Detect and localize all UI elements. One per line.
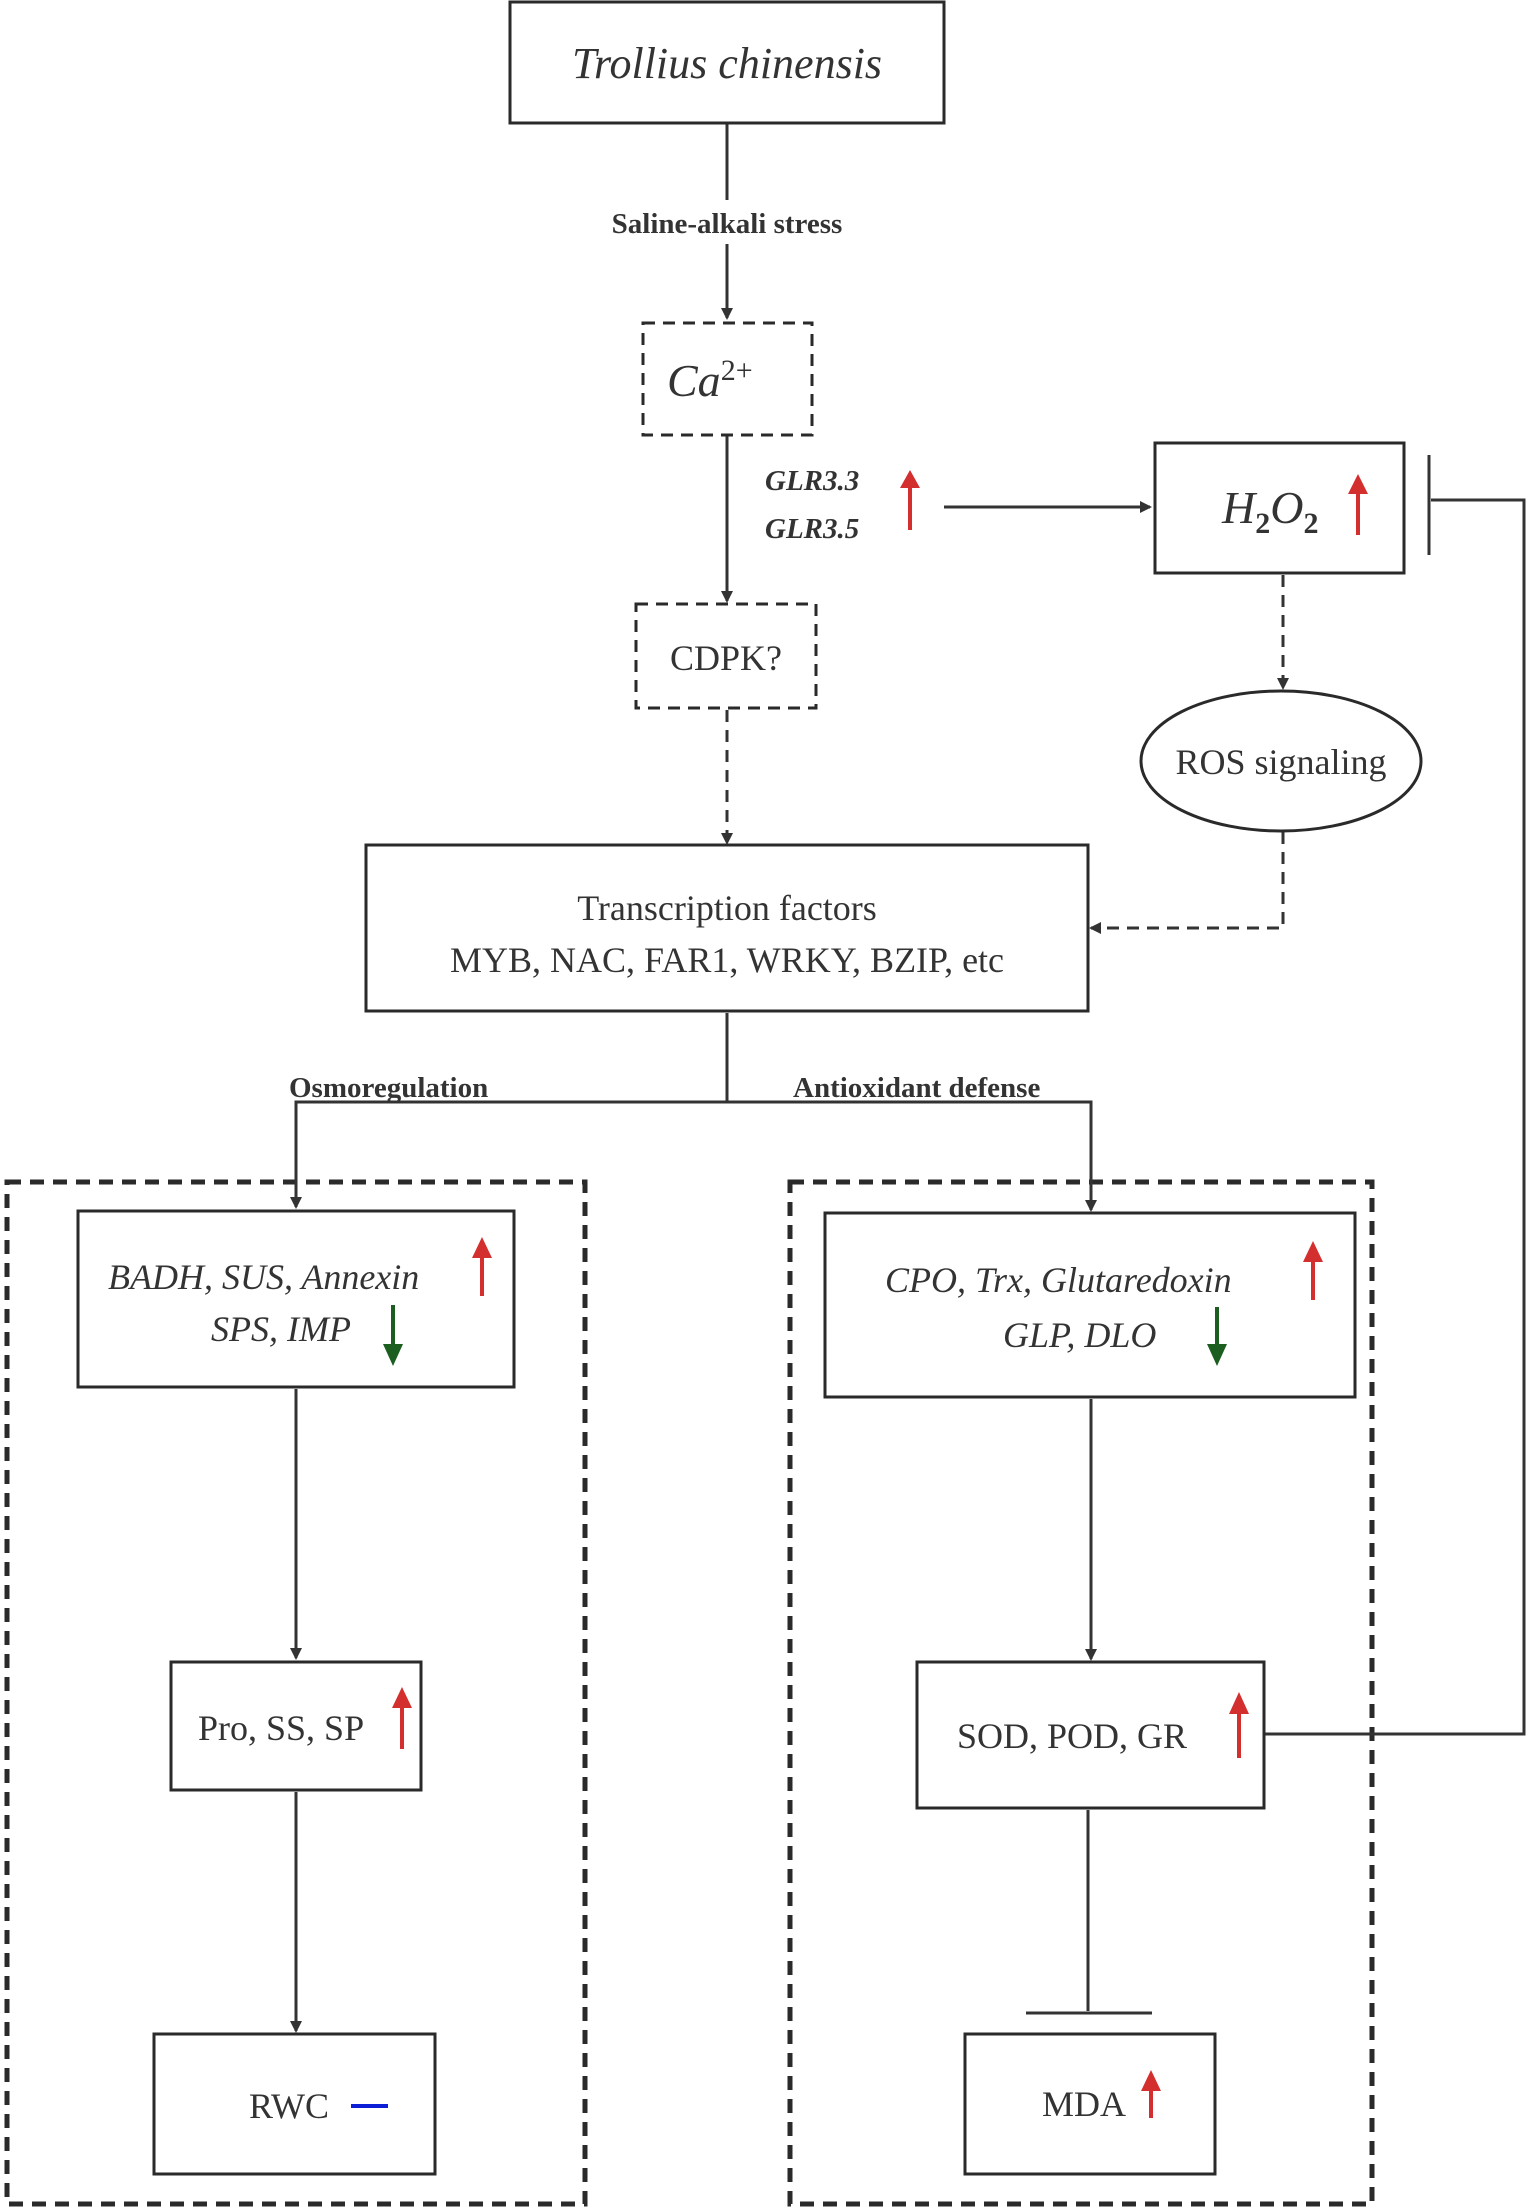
h2o2-label: H2O2 bbox=[1221, 482, 1318, 540]
rwc-label: RWC bbox=[249, 2086, 329, 2126]
osmo-metabolites-label: Pro, SS, SP bbox=[198, 1708, 364, 1748]
tf-list: MYB, NAC, FAR1, WRKY, BZIP, etc bbox=[450, 940, 1004, 980]
species-node: Trollius chinensis bbox=[508, 0, 946, 125]
branch-antioxidant: Antioxidant defense bbox=[793, 1072, 1040, 1104]
rwc-node: RWC bbox=[152, 2032, 437, 2176]
red-up-arrow-icon bbox=[1348, 474, 1368, 535]
antiox-genes-up: CPO, Trx, Glutaredoxin bbox=[885, 1260, 1232, 1300]
ros-node: ROS signaling bbox=[1139, 689, 1423, 833]
species-label: Trollius chinensis bbox=[572, 39, 882, 88]
cdpk-node: CDPK? bbox=[634, 602, 818, 710]
arrow-ros-to-tf bbox=[1089, 832, 1285, 934]
green-down-arrow-icon bbox=[383, 1305, 403, 1366]
calcium-node: Ca2+ bbox=[641, 321, 814, 437]
osmo-genes-down: SPS, IMP bbox=[211, 1309, 351, 1349]
feedback-line-enzymes-h2o2 bbox=[1265, 498, 1526, 1736]
antioxidant-group-frame bbox=[787, 1179, 1375, 2207]
red-up-arrow-icon bbox=[472, 1237, 492, 1296]
mda-label: MDA bbox=[1042, 2084, 1126, 2124]
antiox-enzymes-node: SOD, POD, GR bbox=[915, 1660, 1266, 1810]
osmo-genes-up: BADH, SUS, Annexin bbox=[108, 1257, 419, 1297]
osmo-genes-node: BADH, SUS, Annexin SPS, IMP bbox=[76, 1209, 516, 1389]
red-up-arrow-icon bbox=[392, 1687, 412, 1749]
branch-osmoregulation: Osmoregulation bbox=[289, 1072, 488, 1104]
glr-gene-2: GLR3.5 bbox=[765, 513, 859, 545]
glr-gene-1: GLR3.3 bbox=[765, 465, 859, 497]
mda-node: MDA bbox=[963, 2032, 1217, 2176]
transcription-factor-node: Transcription factors MYB, NAC, FAR1, WR… bbox=[364, 843, 1090, 1013]
antiox-genes-node: CPO, Trx, Glutaredoxin GLP, DLO bbox=[823, 1211, 1357, 1399]
calcium-label: Ca2+ bbox=[667, 354, 753, 406]
arrow-to-osmoregulation bbox=[290, 1100, 727, 1209]
antiox-genes-down: GLP, DLO bbox=[1003, 1315, 1156, 1355]
stress-label: Saline-alkali stress bbox=[612, 208, 843, 240]
red-up-arrow-icon bbox=[1141, 2070, 1161, 2118]
ros-label: ROS signaling bbox=[1175, 742, 1386, 782]
arrow-to-antioxidant bbox=[727, 1100, 1097, 1212]
antiox-enzymes-label: SOD, POD, GR bbox=[957, 1716, 1187, 1756]
red-up-arrow-icon bbox=[1229, 1692, 1249, 1758]
red-up-arrow-icon bbox=[900, 470, 920, 530]
h2o2-node: H2O2 bbox=[1153, 441, 1406, 575]
cdpk-label: CDPK? bbox=[670, 638, 782, 678]
green-down-arrow-icon bbox=[1207, 1307, 1227, 1366]
tf-title: Transcription factors bbox=[577, 888, 877, 928]
red-up-arrow-icon bbox=[1303, 1241, 1323, 1300]
osmo-metabolites-node: Pro, SS, SP bbox=[169, 1660, 423, 1792]
